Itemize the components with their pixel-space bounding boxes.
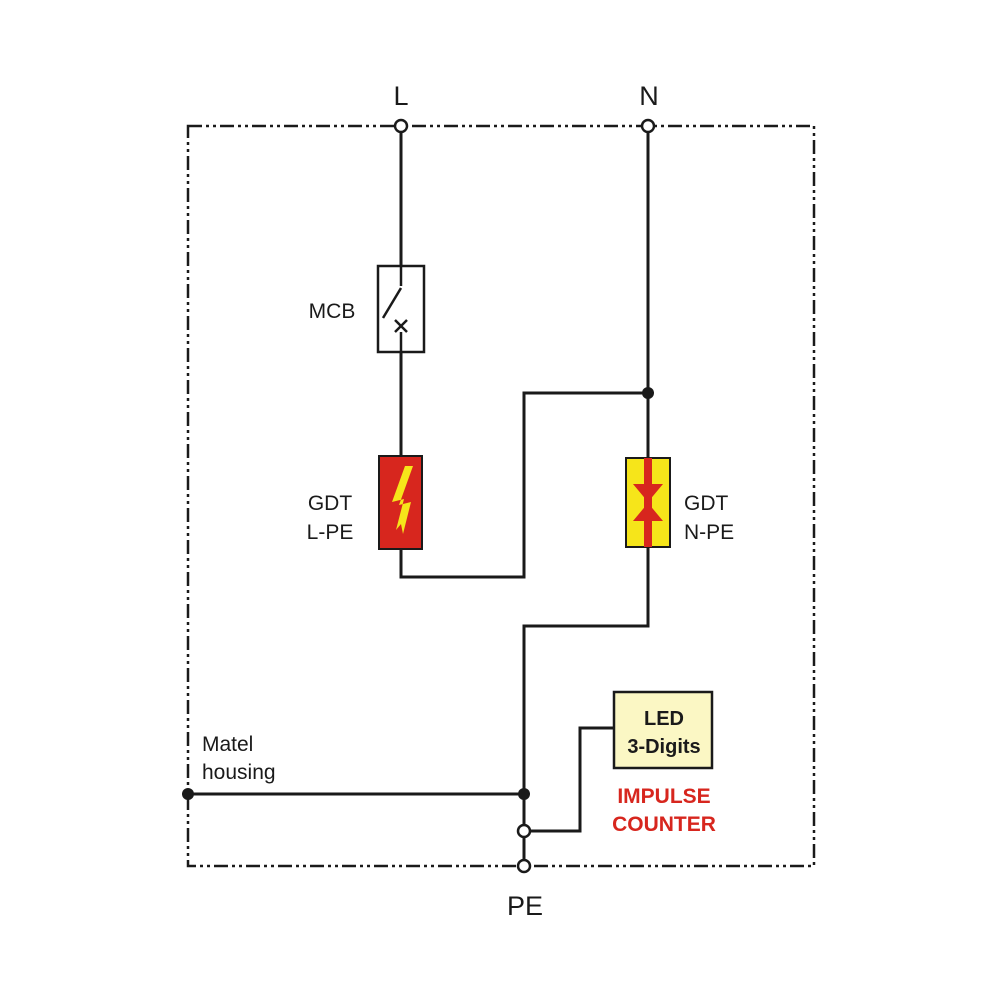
gdt-lpe-symbol bbox=[378, 455, 423, 550]
led-display-box bbox=[612, 690, 714, 770]
junction-housing bbox=[182, 788, 194, 800]
junction-n bbox=[642, 387, 654, 399]
mcb-symbol bbox=[376, 264, 426, 354]
impulse-counter-label-line2: COUNTER bbox=[612, 813, 716, 836]
terminal-l bbox=[393, 118, 409, 134]
housing-label-line2: housing bbox=[202, 761, 276, 784]
terminal-n bbox=[640, 118, 656, 134]
wire-gdt-lpe-to-junction bbox=[399, 391, 648, 579]
enclosure-outline bbox=[186, 124, 816, 868]
impulse-counter-label-line1: IMPULSE bbox=[617, 785, 710, 808]
gdt-npe-label-line1: GDT bbox=[684, 492, 729, 515]
mcb-label: MCB bbox=[309, 300, 356, 323]
gdt-lpe-label-line1: GDT bbox=[308, 492, 353, 515]
junction-pe bbox=[518, 788, 530, 800]
lightning-bolt-icon bbox=[392, 466, 413, 534]
terminal-pe-label: PE bbox=[507, 891, 543, 921]
gdt-npe-symbol bbox=[625, 457, 671, 548]
wire-counter-connection bbox=[530, 726, 614, 833]
arrow-down-icon bbox=[633, 484, 663, 502]
housing-label-line1: Matel bbox=[202, 733, 253, 756]
led-label-line2: 3-Digits bbox=[627, 736, 700, 758]
gdt-npe-label-line2: N-PE bbox=[684, 521, 734, 544]
wire-gdt-npe-to-pe bbox=[522, 547, 650, 860]
gdt-lpe-label-line2: L-PE bbox=[307, 521, 354, 544]
led-label-line1: LED bbox=[644, 708, 684, 730]
terminal-n-label: N bbox=[639, 81, 659, 111]
terminal-pe bbox=[516, 858, 532, 874]
arrow-up-icon bbox=[633, 503, 663, 521]
terminal-l-label: L bbox=[393, 81, 408, 111]
terminal-counter bbox=[516, 823, 532, 839]
